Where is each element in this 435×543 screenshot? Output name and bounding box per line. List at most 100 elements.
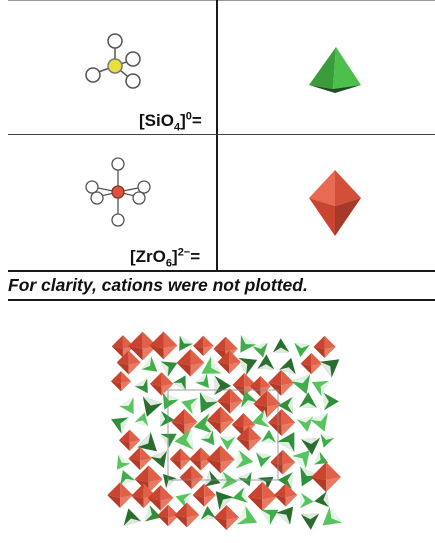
octahedron-face: [213, 336, 226, 352]
tetrahedron-face-highlight: [236, 505, 247, 525]
zro6-formula-label: [ZrO6]2−=: [130, 246, 201, 270]
octahedron-face: [326, 462, 342, 481]
octahedron-face: [193, 345, 204, 357]
tetrahedron-face-highlight: [299, 402, 317, 408]
octahedron-face: [174, 502, 187, 518]
tetrahedron-face-highlight: [291, 456, 306, 469]
octahedron-face: [204, 495, 216, 507]
tetrahedron-face: [299, 492, 314, 509]
tetrahedron-face-highlight: [301, 437, 321, 444]
octahedron-face: [281, 382, 295, 396]
unit-cell-outline: [167, 389, 279, 481]
tetrahedron-face-highlight: [241, 400, 258, 408]
octahedron-face: [203, 335, 214, 348]
tetrahedron-face-highlight: [261, 438, 276, 443]
tetrahedron-face-highlight: [172, 382, 186, 391]
octahedron-face: [176, 348, 191, 366]
tetrahedron-face-highlight: [252, 342, 268, 349]
octahedron-face: [282, 449, 296, 465]
octahedron-face: [118, 429, 130, 443]
octahedron-face: [107, 495, 121, 508]
octahedron-face: [149, 383, 162, 396]
octahedron-face: [134, 465, 149, 483]
tetrahedron-face-highlight: [118, 454, 131, 464]
octahedron-face: [260, 375, 271, 389]
tetrahedron-face-highlight: [160, 361, 169, 377]
octahedron-face: [193, 335, 204, 348]
octahedron-face: [171, 408, 185, 425]
tetrahedron-face-highlight: [294, 342, 310, 349]
tetrahedron-face-highlight: [314, 451, 321, 465]
octahedron-face: [220, 406, 235, 423]
tetrahedron-face-highlight: [297, 416, 313, 423]
octahedron-face: [163, 345, 178, 360]
octahedron-face: [148, 479, 163, 494]
octahedron-face: [120, 495, 133, 508]
tetrahedron-face: [278, 397, 293, 414]
tetrahedron-face-highlight: [323, 392, 329, 411]
tetrahedron-face: [200, 505, 216, 520]
octahedron-face: [192, 483, 205, 498]
octahedron-face: [180, 459, 192, 470]
octahedron-face: [232, 373, 245, 388]
octahedron-face: [203, 345, 214, 357]
octahedron-face: [131, 483, 144, 499]
octahedron-face: [160, 485, 174, 501]
octahedron-face: [143, 495, 157, 509]
octahedron-face: [248, 438, 262, 451]
octahedron-face: [189, 458, 201, 471]
octahedron-face: [128, 362, 141, 375]
green-tetrahedron: [309, 47, 361, 93]
octahedron-face: [313, 335, 325, 350]
tetrahedron-face: [219, 436, 236, 450]
tetrahedron-face-highlight: [291, 374, 311, 384]
octahedron-face: [149, 372, 162, 387]
tetrahedron-face-highlight: [141, 356, 152, 370]
tetrahedron-face-highlight: [299, 492, 305, 509]
octahedron-face: [161, 383, 174, 396]
tetrahedron-face-highlight: [162, 392, 179, 401]
sio4-ball-and-stick-model: [85, 33, 141, 89]
octahedron-face: [184, 421, 198, 436]
octahedron-face: [163, 331, 178, 349]
tetrahedron-face-highlight: [134, 420, 149, 427]
tetrahedron-face: [272, 338, 290, 353]
octahedron-face: [111, 335, 123, 349]
octahedron-face: [282, 462, 296, 475]
tetrahedron-face-highlight: [300, 466, 319, 477]
tetrahedron-face-highlight: [257, 364, 275, 370]
octahedron-face: [247, 496, 263, 512]
octahedron-face: [149, 331, 164, 349]
octahedron-face: [121, 371, 132, 384]
octahedron-face: [176, 362, 191, 377]
octahedron-face: [111, 346, 123, 358]
tetrahedron-face-highlight: [309, 412, 328, 422]
tetrahedron-face: [159, 410, 175, 427]
octahedron-face: [231, 424, 244, 437]
octahedron-face: [220, 445, 235, 463]
octahedron-face: [217, 362, 230, 374]
tetrahedron-face-highlight: [272, 347, 290, 353]
octahedron-face: [281, 408, 296, 426]
tetrahedron-face-highlight: [190, 398, 198, 415]
octahedron-face: [230, 388, 243, 404]
tetrahedron-face-highlight: [199, 392, 219, 403]
tetrahedron-face: [261, 429, 276, 443]
octahedron-face: [248, 426, 262, 442]
octahedron-face: [243, 413, 256, 428]
octahedron-face: [300, 363, 312, 375]
tetrahedron-face-highlight: [256, 452, 272, 459]
tetrahedron-face-highlight: [134, 378, 148, 387]
octahedron-face: [324, 335, 336, 350]
tetrahedron-face: [277, 472, 293, 489]
octahedron-face: [262, 496, 277, 512]
tetrahedron-face-highlight: [204, 470, 212, 487]
table-row-divider: [8, 134, 435, 135]
octahedron-face: [204, 483, 216, 498]
octahedron-face: [324, 346, 336, 359]
tetrahedron-face-highlight: [240, 335, 256, 345]
octahedron-face: [250, 375, 261, 389]
si-atom: [107, 58, 123, 74]
tetrahedron-face-highlight: [300, 513, 320, 520]
tetrahedron-face: [299, 392, 317, 408]
